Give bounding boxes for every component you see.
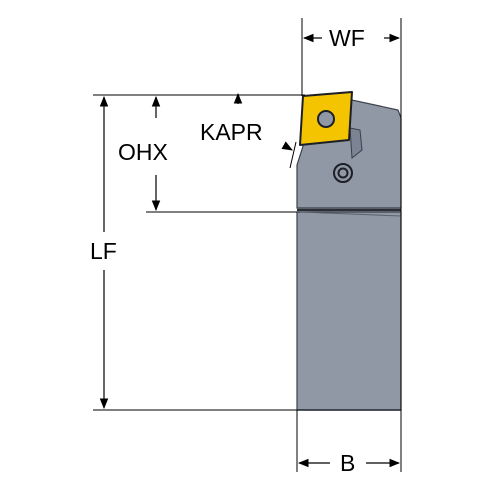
clamp-pocket xyxy=(349,127,363,159)
lf-dimension: LF xyxy=(90,95,117,410)
clamp-screw-icon xyxy=(333,163,353,183)
lf-label: LF xyxy=(90,238,117,264)
b-label: B xyxy=(340,450,355,476)
shank xyxy=(296,211,402,411)
kapr-dimension: KAPR xyxy=(200,92,297,169)
kapr-label: KAPR xyxy=(200,119,263,145)
screw-hole-icon xyxy=(317,110,335,128)
extension-lines xyxy=(93,18,402,472)
holder-body xyxy=(296,99,402,411)
ohx-label: OHX xyxy=(118,139,168,165)
wf-dimension: WF xyxy=(302,25,401,51)
square-insert-icon xyxy=(299,91,353,146)
groove-shadow xyxy=(299,211,402,217)
b-dimension: B xyxy=(297,450,401,476)
ohx-dimension: OHX xyxy=(118,95,168,212)
wf-label: WF xyxy=(329,25,365,51)
